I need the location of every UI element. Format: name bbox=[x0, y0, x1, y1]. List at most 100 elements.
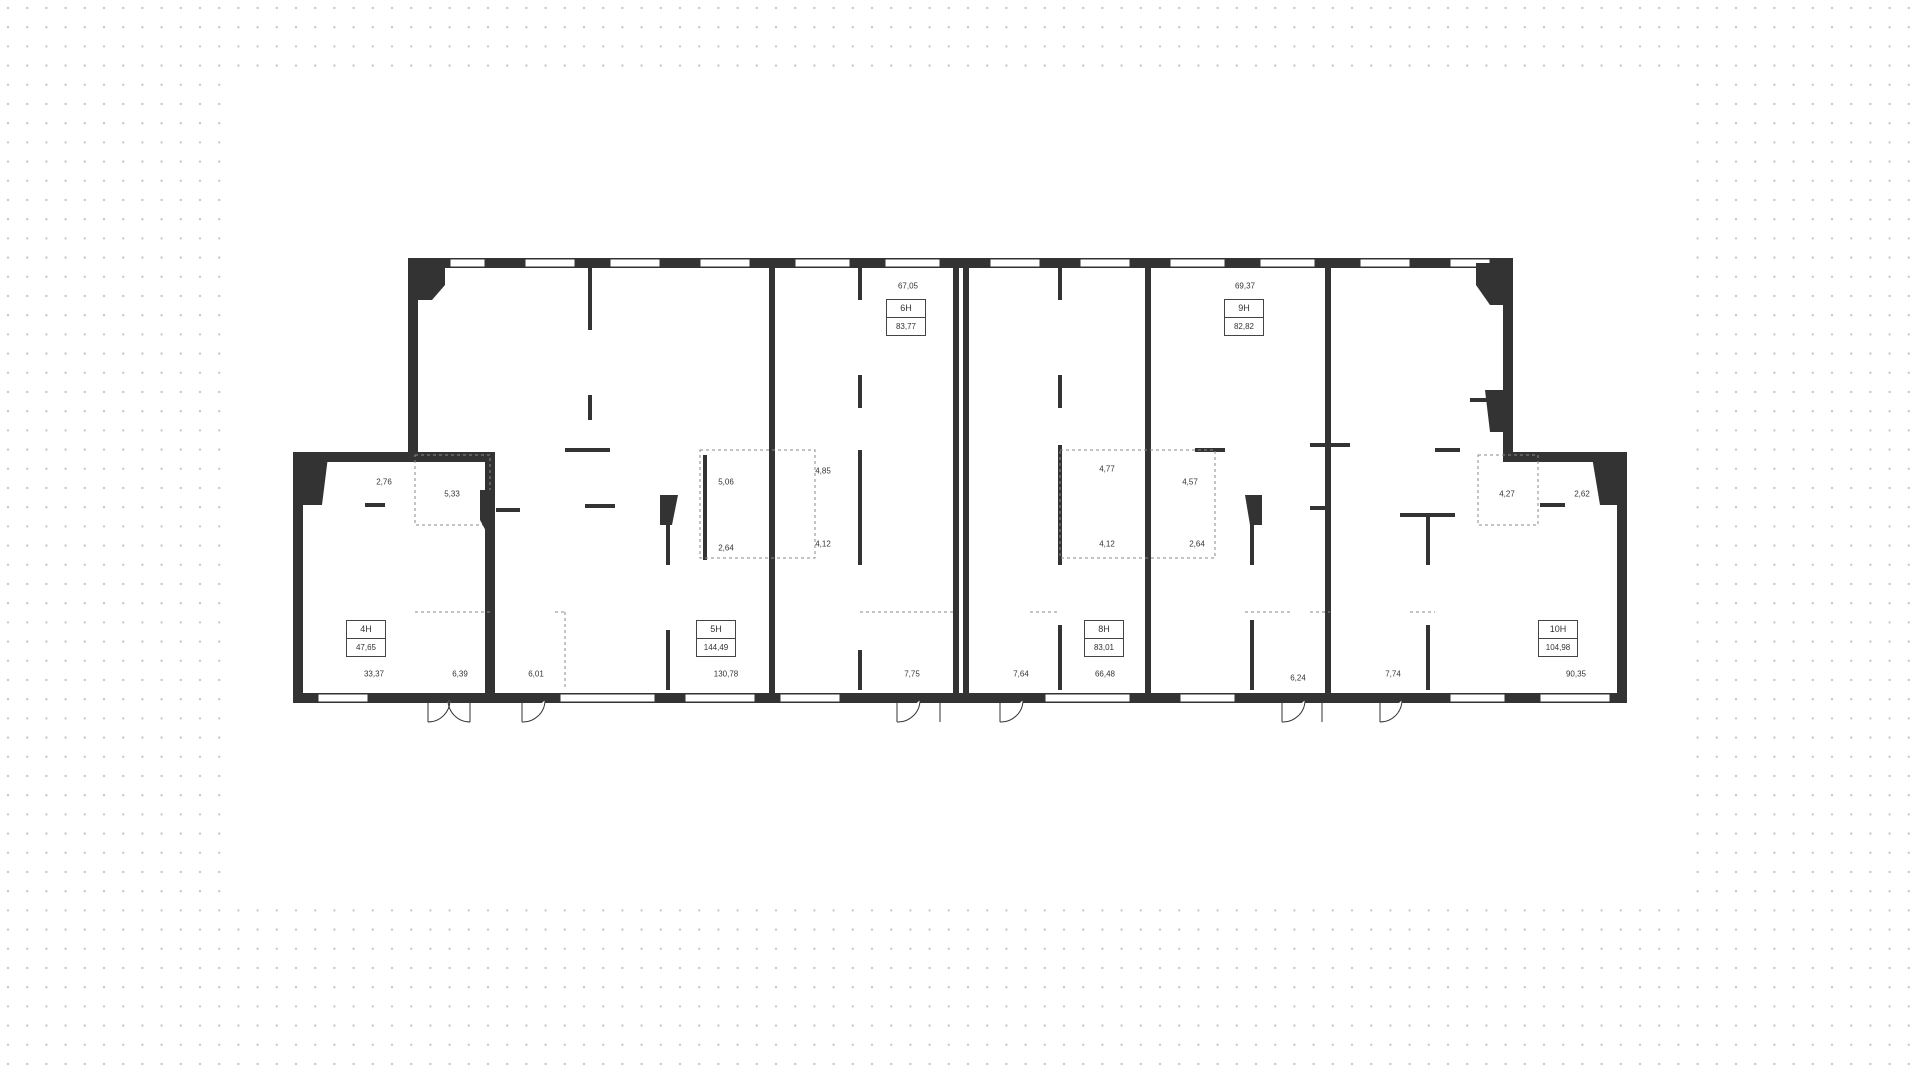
unit-card-8h[interactable]: 8Н 83,01 bbox=[1084, 620, 1124, 657]
grid-dot bbox=[1850, 621, 1853, 624]
grid-dot bbox=[1350, 986, 1354, 989]
grid-dot bbox=[1024, 1043, 1027, 1047]
grid-dot bbox=[1504, 966, 1507, 970]
grid-dot bbox=[198, 774, 202, 778]
grid-dot bbox=[371, 6, 374, 10]
grid-dot bbox=[1811, 851, 1815, 854]
grid-dot bbox=[160, 410, 163, 413]
grid-dot bbox=[928, 947, 931, 950]
grid-dot bbox=[1754, 659, 1757, 662]
grid-dot bbox=[141, 506, 144, 509]
grid-dot bbox=[1792, 1024, 1795, 1027]
grid-dot bbox=[45, 659, 48, 662]
grid-dot bbox=[141, 1043, 144, 1047]
grid-dot bbox=[1024, 928, 1027, 931]
grid-dot bbox=[1773, 237, 1776, 240]
grid-dot bbox=[1869, 333, 1872, 336]
grid-dot bbox=[582, 1062, 586, 1066]
grid-dot bbox=[256, 909, 259, 912]
grid-dot bbox=[218, 544, 221, 547]
grid-dot bbox=[275, 909, 278, 912]
grid-dot bbox=[1734, 179, 1738, 182]
grid-dot bbox=[141, 563, 144, 566]
grid-dot bbox=[160, 698, 163, 701]
grid-dot bbox=[256, 1062, 259, 1066]
grid-dot bbox=[160, 198, 163, 202]
grid-dot bbox=[275, 1043, 278, 1047]
grid-dot bbox=[102, 678, 106, 682]
grid-dot bbox=[141, 890, 144, 893]
grid-dot bbox=[122, 237, 125, 240]
grid-dot bbox=[179, 45, 182, 48]
grid-dot bbox=[1734, 736, 1738, 739]
grid-dot bbox=[1446, 947, 1450, 950]
grid-dot bbox=[1024, 26, 1027, 29]
grid-dot bbox=[1619, 1024, 1623, 1027]
grid-dot bbox=[237, 947, 240, 950]
grid-dot bbox=[1830, 122, 1834, 125]
grid-dot bbox=[1850, 698, 1853, 701]
grid-dot bbox=[1850, 6, 1853, 10]
grid-dot bbox=[602, 64, 605, 67]
grid-dot bbox=[26, 198, 29, 202]
grid-dot bbox=[102, 467, 106, 470]
grid-dot bbox=[1715, 947, 1719, 950]
grid-dot bbox=[851, 986, 854, 989]
grid-dot bbox=[83, 928, 87, 931]
grid-dot bbox=[1466, 64, 1469, 67]
grid-dot bbox=[6, 314, 10, 317]
grid-dot bbox=[1792, 659, 1795, 662]
grid-dot bbox=[1062, 6, 1066, 10]
grid-dot bbox=[218, 1024, 221, 1027]
unit-card-6h[interactable]: 6Н 83,77 bbox=[886, 299, 926, 336]
grid-dot bbox=[1754, 621, 1757, 624]
unit-card-5h[interactable]: 5Н 144,49 bbox=[696, 620, 736, 657]
unit-card-4h[interactable]: 4Н 47,65 bbox=[346, 620, 386, 657]
grid-dot bbox=[1792, 851, 1795, 854]
grid-dot bbox=[6, 160, 10, 163]
grid-dot bbox=[256, 986, 259, 989]
grid-dot bbox=[160, 986, 163, 989]
grid-dot bbox=[102, 294, 106, 298]
grid-dot bbox=[1888, 390, 1891, 394]
grid-dot bbox=[1811, 832, 1815, 835]
grid-dot bbox=[179, 736, 182, 739]
grid-dot bbox=[1696, 390, 1699, 394]
grid-dot bbox=[1792, 141, 1795, 144]
grid-dot bbox=[141, 6, 144, 10]
grid-dot bbox=[122, 947, 125, 950]
grid-dot bbox=[64, 429, 67, 432]
grid-dot bbox=[1850, 467, 1853, 470]
grid-dot bbox=[314, 928, 317, 931]
unit-card-10h[interactable]: 10Н 104,98 bbox=[1538, 620, 1578, 657]
column bbox=[1592, 457, 1622, 505]
grid-dot bbox=[179, 64, 182, 67]
grid-dot bbox=[1715, 986, 1719, 989]
grid-dot bbox=[1907, 102, 1911, 106]
grid-dot bbox=[102, 122, 106, 125]
grid-dot bbox=[294, 26, 298, 29]
grid-dot bbox=[621, 1024, 624, 1027]
grid-dot bbox=[1888, 333, 1891, 336]
grid-dot bbox=[1350, 45, 1354, 48]
grid-dot bbox=[218, 429, 221, 432]
grid-dot bbox=[947, 1043, 950, 1047]
grid-dot bbox=[83, 582, 87, 586]
grid-dot bbox=[966, 64, 970, 67]
grid-dot bbox=[1715, 410, 1719, 413]
grid-dot bbox=[1888, 506, 1891, 509]
grid-dot bbox=[1427, 1024, 1431, 1027]
grid-dot bbox=[1869, 582, 1872, 586]
unit-card-9h[interactable]: 9Н 82,82 bbox=[1224, 299, 1264, 336]
grid-dot bbox=[122, 736, 125, 739]
grid-dot bbox=[1907, 486, 1911, 490]
grid-dot bbox=[1638, 1005, 1642, 1008]
grid-dot bbox=[1869, 237, 1872, 240]
grid-dot bbox=[678, 6, 682, 10]
grid-dot bbox=[26, 851, 29, 854]
grid-dot bbox=[1773, 102, 1776, 106]
grid-dot bbox=[179, 986, 182, 989]
grid-dot bbox=[83, 198, 87, 202]
grid-dot bbox=[1907, 755, 1911, 758]
grid-dot bbox=[1619, 1062, 1623, 1066]
